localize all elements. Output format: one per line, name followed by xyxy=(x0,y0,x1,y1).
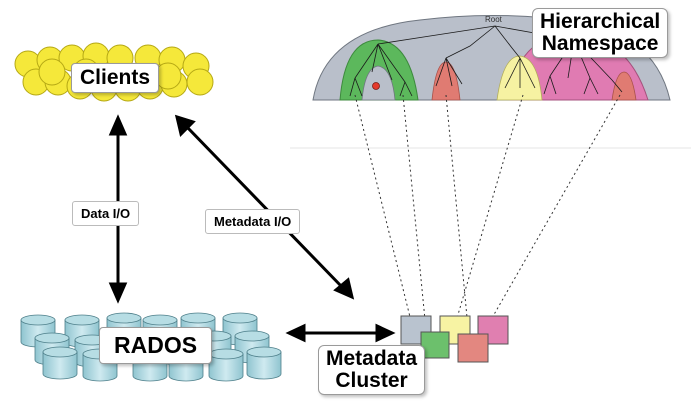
namespace-label-line1: Hierarchical xyxy=(540,10,661,33)
rados-cylinder xyxy=(208,348,244,382)
metadata-io-label: Metadata I/O xyxy=(205,209,301,234)
metadata-label-line1: Metadata xyxy=(326,347,418,370)
mds-red xyxy=(457,333,489,363)
subtree-red-small xyxy=(611,71,637,101)
subtree-gray-inner xyxy=(361,65,396,101)
data-io-label: Data I/O xyxy=(72,201,140,226)
namespace-label-line2: Namespace xyxy=(541,32,659,55)
highlighted-node xyxy=(372,82,380,90)
root-label: Root xyxy=(485,15,502,24)
subtree-red xyxy=(431,61,461,101)
clients-label: Clients xyxy=(71,63,160,93)
rados-cylinder xyxy=(246,346,282,380)
client-node xyxy=(38,58,66,86)
mapping-lines xyxy=(354,94,621,331)
metadata-servers xyxy=(400,315,509,363)
client-node xyxy=(186,68,214,96)
hierarchical-namespace-label: Hierarchical Namespace xyxy=(532,8,669,58)
metadata-label-line2: Cluster xyxy=(335,369,408,392)
metadata-cluster-label: Metadata Cluster xyxy=(318,345,426,395)
subtree-yellow xyxy=(496,55,543,101)
rados-cylinder xyxy=(42,346,78,380)
mds-green xyxy=(420,331,450,359)
rados-label: RADOS xyxy=(99,327,213,364)
metadata-io-arrow xyxy=(184,124,345,290)
